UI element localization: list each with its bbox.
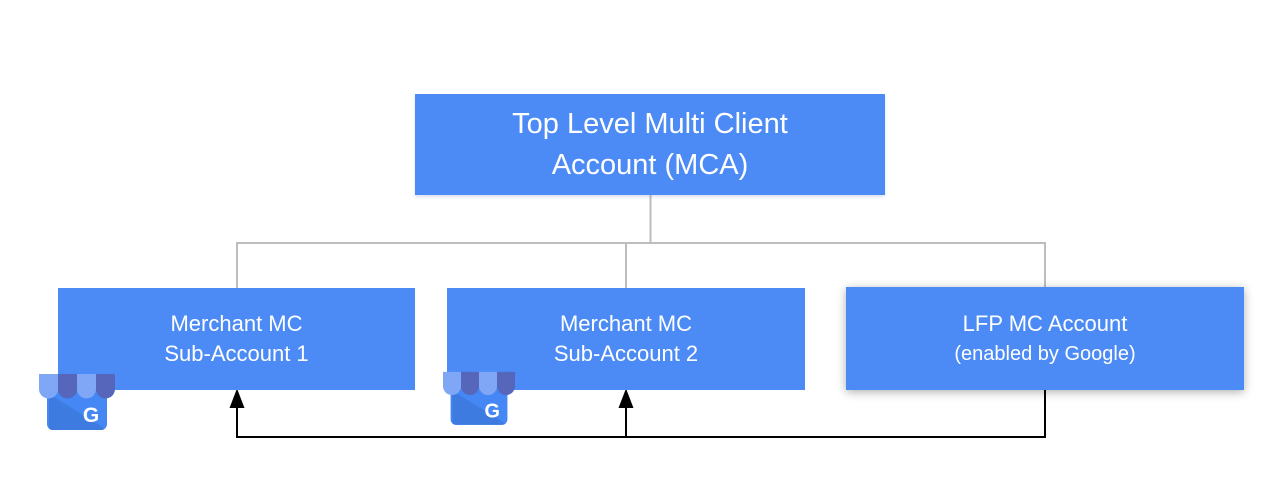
google-business-storefront-icon: G: [39, 374, 115, 430]
node-label-line: Account (MCA): [551, 148, 749, 181]
google-business-storefront-icon: G: [443, 371, 515, 425]
node-label-line: LFP MC Account: [962, 310, 1128, 336]
gray-hierarchy-connectors: [236, 195, 1046, 288]
google-g-letter: G: [485, 400, 500, 422]
black-arrow-connectors: [236, 390, 1046, 438]
node-label-line: (enabled by Google): [954, 342, 1136, 365]
storefront-fold-shadow: [49, 394, 107, 430]
node-label-line: Merchant MC: [170, 311, 303, 336]
storefront-awning: [39, 374, 115, 399]
arrowhead-to-merchant-1: [229, 388, 245, 408]
node-label-line: Merchant MC: [559, 311, 693, 336]
node-lfp-mc-account: LFP MC Account (enabled by Google): [846, 287, 1244, 390]
node-top-level-mca: Top Level Multi Client Account (MCA): [415, 94, 885, 195]
storefront-awning: [443, 371, 515, 396]
node-label-line: Top Level Multi Client: [512, 107, 788, 140]
node-label-line: Sub-Account 2: [553, 341, 699, 366]
node-label-line: Sub-Account 1: [164, 341, 309, 366]
google-g-letter: G: [83, 404, 99, 427]
arrowhead-to-merchant-2: [618, 388, 634, 408]
node-merchant-sub-account-1: Merchant MC Sub-Account 1: [58, 288, 415, 390]
